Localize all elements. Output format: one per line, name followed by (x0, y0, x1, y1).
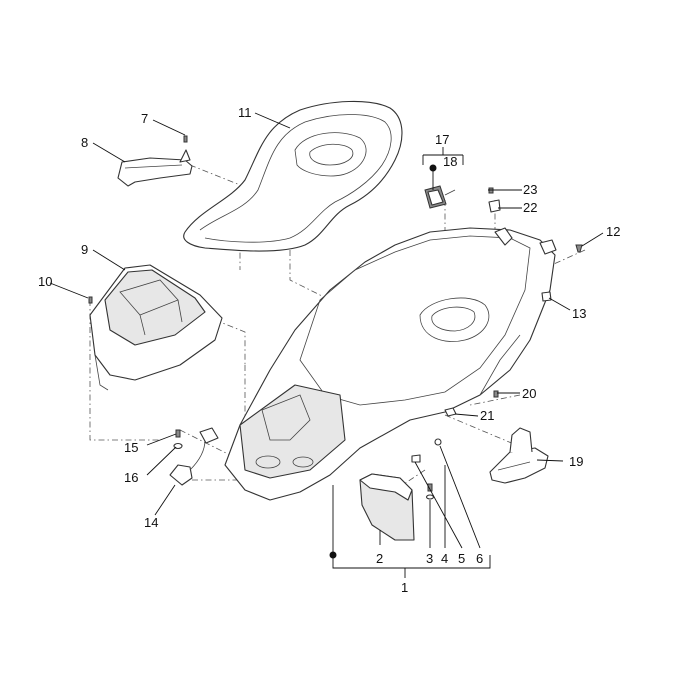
seat-pan-part-11 (183, 100, 403, 252)
callout-10: 10 (38, 274, 52, 289)
callout-2: 2 (376, 551, 383, 566)
callout-8: 8 (81, 135, 88, 150)
bracket-part-8 (117, 149, 193, 187)
callout-6: 6 (476, 551, 483, 566)
leader-lines (49, 112, 604, 578)
callout-4: 4 (441, 551, 448, 566)
callout-13: 13 (572, 306, 586, 321)
callout-23: 23 (523, 182, 537, 197)
callout-19: 19 (569, 454, 583, 469)
callout-15: 15 (124, 440, 138, 455)
callout-20: 20 (522, 386, 536, 401)
card-box-part-18 (424, 185, 456, 209)
callout-11: 11 (238, 105, 252, 120)
callout-labels: 7 8 11 17 18 23 22 12 9 10 13 20 21 15 1… (38, 105, 620, 595)
callout-3: 3 (426, 551, 433, 566)
callout-5: 5 (458, 551, 465, 566)
callout-17: 17 (435, 132, 449, 147)
callout-12: 12 (606, 224, 620, 239)
callout-18: 18 (443, 154, 457, 169)
callout-7: 7 (141, 111, 148, 126)
fasteners (88, 135, 583, 500)
tray-part-19 (489, 427, 549, 484)
callout-14: 14 (144, 515, 158, 530)
callout-9: 9 (81, 242, 88, 257)
helmet-compartment-part-1 (224, 227, 557, 501)
battery-cover-part-9 (89, 264, 223, 391)
callout-21: 21 (480, 408, 494, 423)
callout-1: 1 (401, 580, 408, 595)
cover-flap-part-2 (359, 473, 415, 541)
sensor-part-14 (169, 427, 219, 486)
callout-22: 22 (523, 200, 537, 215)
callout-16: 16 (124, 470, 138, 485)
